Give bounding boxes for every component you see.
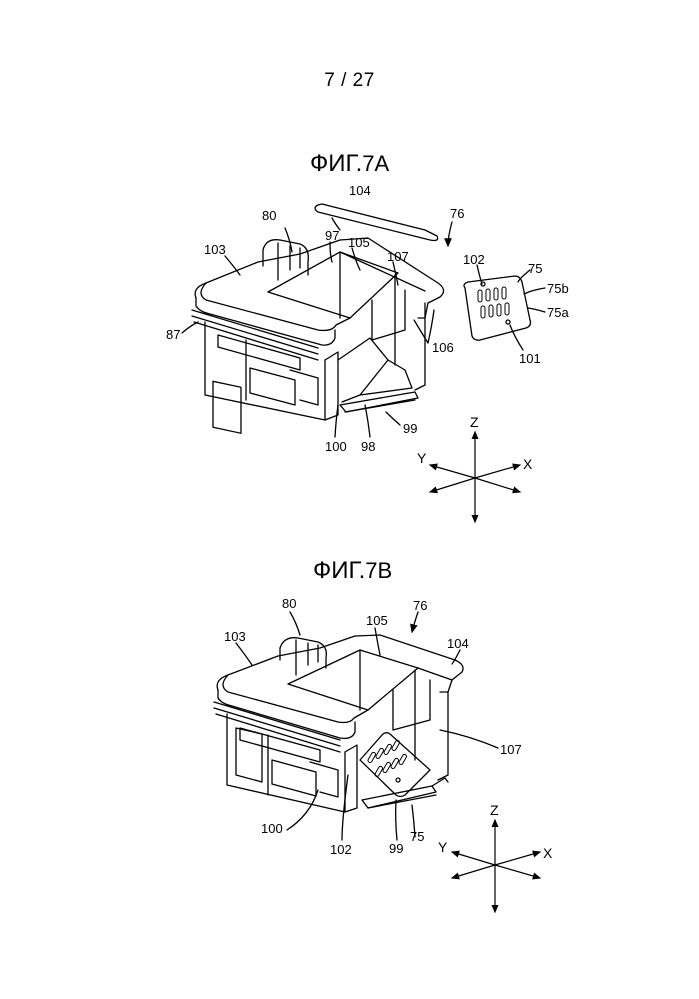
axis-label-y: Y	[417, 450, 427, 466]
ref-label: 106	[432, 340, 454, 355]
figure-7b-title: ФИГ.7B	[313, 557, 392, 585]
ref-label: 107	[387, 249, 409, 264]
latch-80-7b	[279, 637, 327, 669]
axis-label-z: Z	[470, 414, 479, 430]
ref-label: 103	[224, 629, 246, 644]
axes-7a	[428, 430, 522, 524]
ref-label: 97	[325, 228, 340, 243]
ref-label: 102	[330, 842, 352, 857]
ref-label: 100	[261, 821, 283, 836]
ref-label: 107	[500, 742, 522, 757]
chip-75-7b	[359, 732, 431, 798]
ref-label: 75	[410, 829, 425, 844]
ref-label: 98	[361, 439, 376, 454]
ref-label: 76	[450, 206, 465, 221]
ref-label: 80	[282, 596, 297, 611]
ref-label: 105	[366, 613, 388, 628]
ref-label: 75b	[547, 281, 569, 296]
ref-label: 104	[349, 183, 371, 198]
axis-label-z: Z	[490, 802, 499, 818]
figure-7a-drawing	[181, 203, 546, 524]
page-number: 7 / 27	[324, 70, 375, 91]
housing-top-7a	[194, 237, 445, 319]
ref-label: 104	[447, 636, 469, 651]
ref-label: 76	[413, 598, 428, 613]
axis-label-x: X	[523, 456, 533, 472]
axis-label-x: X	[543, 845, 553, 861]
ref-label: 102	[463, 252, 485, 267]
figure-7b-title-suffix: 7B	[365, 558, 393, 583]
ref-label: 101	[519, 351, 541, 366]
ref-label: 99	[389, 841, 404, 856]
figure-7b-drawing	[213, 611, 542, 914]
ref-label: 99	[403, 421, 418, 436]
figure-7a-title-suffix: 7A	[362, 151, 390, 176]
ref-label: 80	[262, 208, 277, 223]
housing-top-7b	[216, 634, 464, 693]
ref-label: 87	[166, 327, 181, 342]
ref-label: 105	[348, 235, 370, 250]
ref-label: 75a	[547, 305, 569, 320]
axes-7b	[450, 818, 542, 914]
ref-label: 100	[325, 439, 347, 454]
chip-75-7a	[463, 275, 532, 341]
figure-7b-title-prefix: ФИГ.	[313, 557, 366, 584]
lid-104-7a	[314, 203, 439, 242]
axis-label-y: Y	[438, 839, 448, 855]
figure-7a-title-prefix: ФИГ.	[310, 150, 363, 177]
ref-label: 103	[204, 242, 226, 257]
ref-label: 75	[528, 261, 543, 276]
figure-7a-title: ФИГ.7A	[310, 150, 389, 178]
